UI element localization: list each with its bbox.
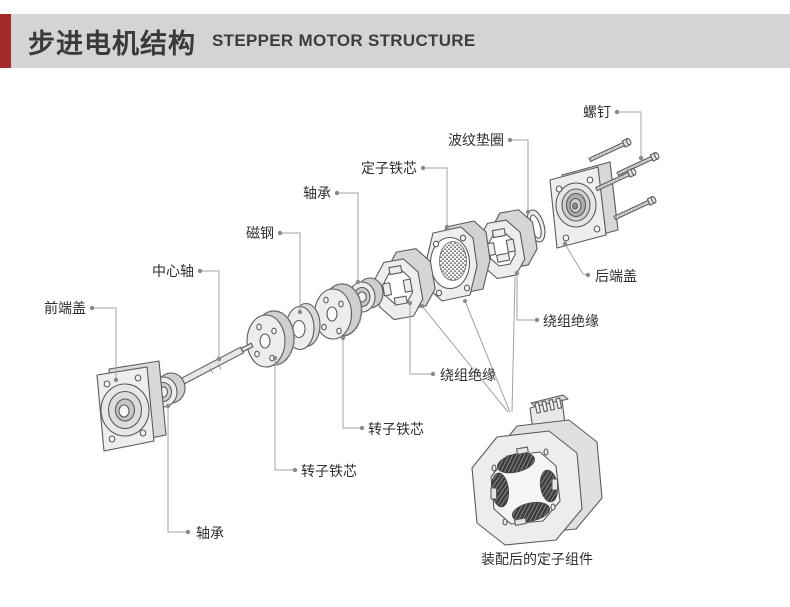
rotor-core-right-part bbox=[313, 283, 363, 340]
label-bearing-bottom: 轴承 bbox=[196, 525, 224, 541]
label-front-end-cover: 前端盖 bbox=[44, 300, 86, 316]
red-accent-block bbox=[0, 14, 11, 68]
label-winding-insulation-right: 绕组绝缘 bbox=[543, 313, 599, 329]
label-rotor-core-left: 转子铁芯 bbox=[301, 463, 357, 479]
screw-part-2 bbox=[616, 152, 660, 176]
rear-end-cover-part bbox=[549, 161, 619, 249]
label-bearing-top: 轴承 bbox=[303, 185, 331, 201]
label-stator-core: 定子铁芯 bbox=[361, 160, 417, 176]
label-screws: 螺钉 bbox=[583, 104, 611, 120]
label-wave-washer: 波纹垫圈 bbox=[448, 132, 504, 148]
winding-insulation-left-part bbox=[374, 248, 436, 321]
front-end-cover-part bbox=[96, 360, 167, 452]
label-rotor-core-right: 转子铁芯 bbox=[368, 421, 424, 437]
page-title-zh: 步进电机结构 bbox=[28, 28, 196, 59]
rotor-core-left-part bbox=[246, 310, 295, 368]
page-header: 步进电机结构 STEPPER MOTOR STRUCTURE bbox=[0, 14, 790, 68]
screw-part-3 bbox=[595, 168, 637, 192]
center-shaft-part bbox=[180, 342, 254, 385]
page-title-en: STEPPER MOTOR STRUCTURE bbox=[212, 31, 476, 50]
label-winding-insulation-left: 绕组绝缘 bbox=[440, 367, 496, 383]
label-rear-end-cover: 后端盖 bbox=[595, 268, 637, 284]
winding-insulation-right-part bbox=[478, 209, 538, 280]
part-labels: 螺钉 波纹垫圈 定子铁芯 轴承 磁钢 中心轴 前端盖 后端盖 绕组绝缘 绕组绝缘… bbox=[44, 104, 637, 567]
leader-lines bbox=[89, 109, 644, 535]
assembled-stator-part bbox=[471, 394, 603, 546]
label-magnet: 磁钢 bbox=[246, 225, 274, 241]
caption-assembled-stator: 装配后的定子组件 bbox=[481, 551, 593, 567]
stator-core-part bbox=[425, 220, 491, 302]
magnet-part bbox=[285, 302, 321, 351]
screw-part-1 bbox=[588, 138, 632, 162]
screw-part-4 bbox=[613, 196, 657, 220]
label-center-shaft: 中心轴 bbox=[152, 263, 194, 279]
